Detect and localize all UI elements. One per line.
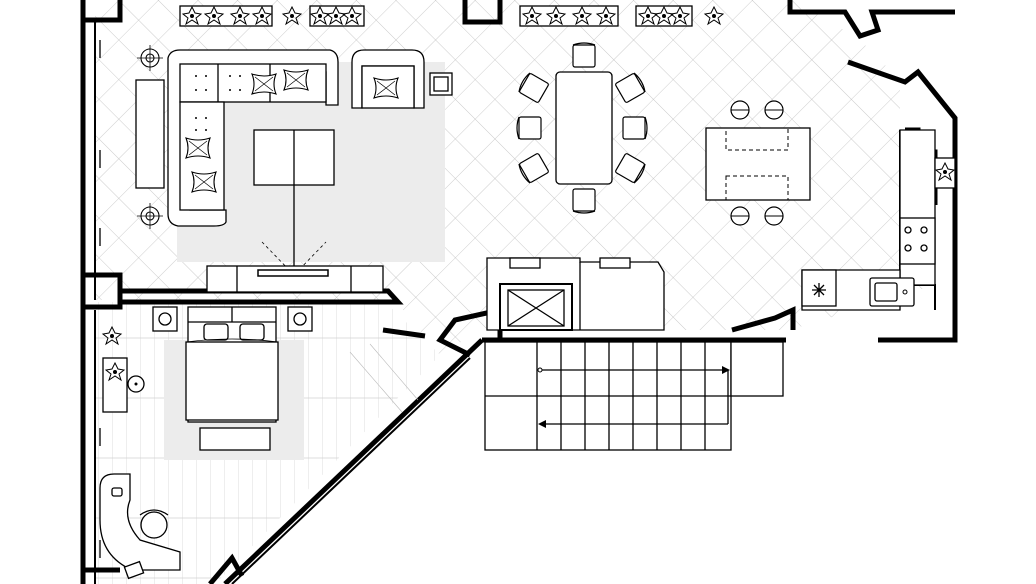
nightstands[interactable] <box>152 306 313 332</box>
armchair[interactable] <box>351 49 425 109</box>
sink[interactable] <box>869 277 915 307</box>
elevator[interactable] <box>499 283 573 331</box>
double-bed[interactable] <box>185 306 279 423</box>
side-table[interactable] <box>429 72 453 96</box>
planter-row-right <box>519 5 724 27</box>
coffee-table[interactable] <box>253 129 335 186</box>
corner-desk[interactable] <box>99 473 181 580</box>
tv-projection <box>261 185 327 276</box>
desk[interactable] <box>102 357 145 413</box>
planter-row-left <box>179 5 365 27</box>
walls <box>80 0 958 584</box>
staircase[interactable] <box>484 341 784 451</box>
dining-table[interactable] <box>555 71 613 185</box>
bench[interactable] <box>199 427 271 451</box>
tv-console[interactable] <box>206 265 384 293</box>
sofa[interactable] <box>135 49 339 227</box>
desk-chair[interactable] <box>139 509 169 539</box>
refrigerator[interactable] <box>801 269 837 307</box>
kitchen-island[interactable] <box>705 127 811 201</box>
cooktop[interactable] <box>899 217 936 265</box>
wardrobe-hatch <box>349 343 419 413</box>
